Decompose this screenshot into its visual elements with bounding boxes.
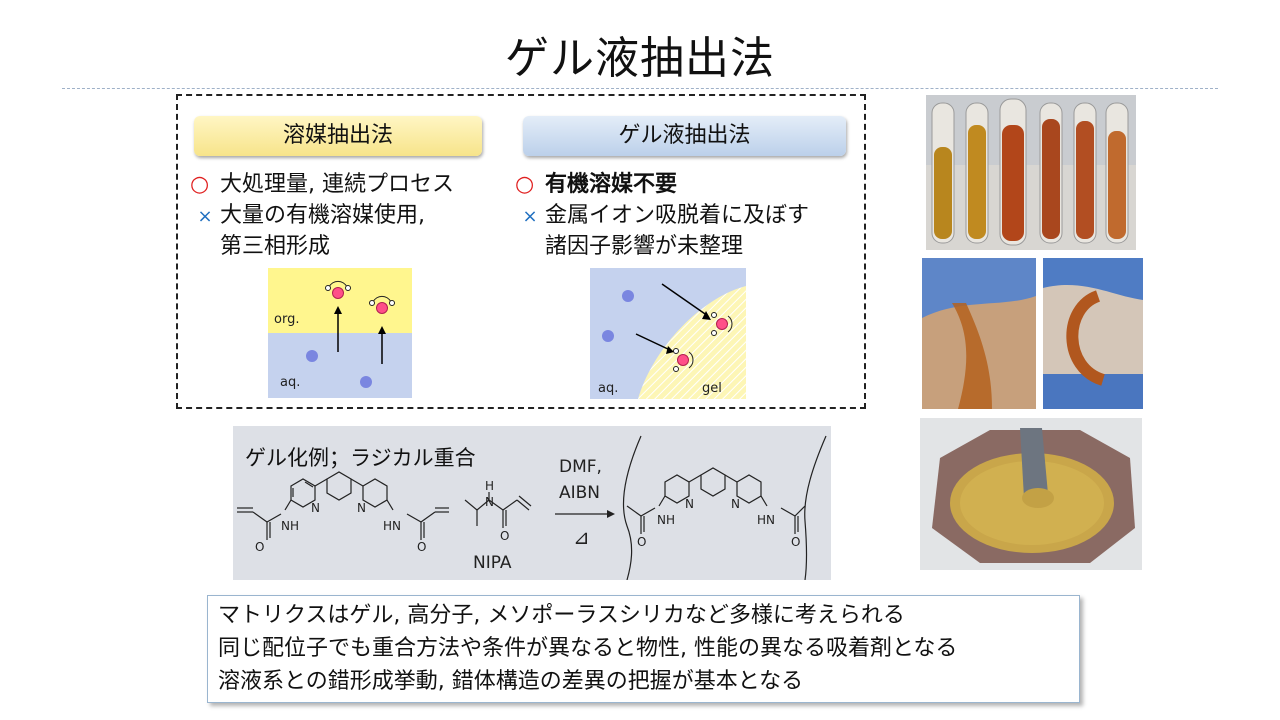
organic-phase (268, 268, 412, 333)
solvent-con-text-1: 大量の有機溶媒使用, (220, 203, 425, 228)
reagent-aibn: AIBN (559, 483, 600, 503)
arrow-head (702, 311, 711, 320)
gel-extraction-header: ゲル液抽出法 (523, 116, 846, 156)
test-tube (1073, 102, 1097, 244)
nipa-structure (464, 492, 532, 528)
nh-label: NH (657, 513, 675, 527)
gel-test-tubes-photo (926, 95, 1136, 250)
org-label: org. (274, 312, 299, 327)
gelation-example-panel (233, 426, 831, 580)
hn-label: HN (757, 513, 775, 527)
metal-ion-aq (622, 290, 634, 302)
gelation-example-title: ゲル化例；ラジカル重合 (245, 446, 476, 470)
gel-con-text-1: 金属イオン吸脱着に及ぼす (545, 203, 810, 228)
monomer-structure (237, 471, 449, 540)
solvent-pro-text: 大処理量, 連続プロセス (220, 172, 454, 197)
arrow-head (334, 306, 342, 314)
comparison-box (176, 94, 866, 409)
transfer-arrow (661, 283, 709, 317)
gel-network-structure (622, 435, 827, 580)
o-label: O (637, 535, 646, 549)
gel-con-text-2: 諸因子影響が未整理 (545, 234, 744, 259)
solvent-con-point: × 大量の有機溶媒使用, (190, 201, 425, 232)
n-label: N (731, 497, 740, 511)
gel-extraction-diagram: aq. gel (590, 268, 746, 399)
arrow-head (607, 510, 615, 518)
metal-ion-aq (602, 330, 614, 342)
hn-label: HN (383, 519, 401, 533)
solvent-extraction-diagram: org. aq. (268, 268, 412, 398)
gel-pro-text: 有機溶媒不要 (545, 172, 678, 197)
h-label: H (485, 479, 494, 493)
n-label: N (357, 501, 366, 515)
gel-label: gel (702, 381, 722, 396)
metal-ion-aq (360, 376, 372, 388)
n-label: N (311, 501, 320, 515)
summary-line-3: 溶液系との錯形成挙動, 錯体構造の差異の把握が基本となる (218, 669, 804, 694)
test-tube (999, 98, 1027, 246)
o-label: O (500, 529, 509, 543)
gel-con-point: × 金属イオン吸脱着に及ぼす (515, 201, 809, 232)
nh-label: NH (281, 519, 299, 533)
radical-polymerization-scheme: NH N N HN O O H N O NIPA DMF, AIBN ⊿ (237, 435, 827, 580)
circle-mark-icon: ○ (190, 172, 210, 197)
gel-bend-photo (1043, 258, 1143, 409)
reagent-dmf: DMF, (559, 457, 602, 477)
cross-mark-icon: × (522, 206, 538, 227)
metal-complex-icon (369, 295, 395, 314)
summary-line-2: 同じ配位子でも重合方法や条件が異なると物性, 性能の異なる吸着剤となる (218, 636, 958, 661)
solvent-pro-point: ○ 大処理量, 連続プロセス (190, 170, 454, 200)
aqueous-phase (268, 333, 412, 398)
o-label: O (791, 535, 800, 549)
test-tube (931, 102, 955, 244)
transfer-arrow (635, 333, 671, 351)
page-title: ゲル液抽出法 (505, 33, 775, 84)
summary-box: マトリクスはゲル, 高分子, メソポーラスシリカなど多様に考えられる 同じ配位子… (207, 595, 1080, 703)
o-label: O (417, 540, 426, 554)
metal-complex-icon (673, 348, 694, 372)
circle-mark-icon: ○ (515, 172, 535, 197)
metal-complex-icon (325, 280, 351, 299)
heat-symbol: ⊿ (573, 525, 590, 549)
gel-phase (638, 286, 746, 399)
nipa-label: NIPA (473, 553, 512, 573)
title-divider (62, 88, 1218, 89)
solvent-extraction-header: 溶媒抽出法 (194, 116, 482, 156)
n-label: N (485, 495, 494, 509)
test-tube (965, 102, 989, 244)
aq-label: aq. (280, 375, 300, 390)
metal-ion-aq (306, 350, 318, 362)
summary-line-1: マトリクスはゲル, 高分子, メソポーラスシリカなど多様に考えられる (218, 603, 905, 628)
aq-label: aq. (598, 381, 618, 396)
gel-pro-point: ○ 有機溶媒不要 (515, 170, 677, 200)
o-label: O (255, 540, 264, 554)
cross-mark-icon: × (197, 206, 213, 227)
gel-powder-mortar-photo (920, 418, 1142, 570)
test-tube (1039, 102, 1063, 244)
metal-complex-icon (711, 312, 733, 336)
arrow-head (666, 346, 674, 354)
solvent-con-text-2: 第三相形成 (220, 234, 331, 259)
n-label: N (685, 497, 694, 511)
test-tube (1105, 102, 1129, 244)
gel-stretch-photo (922, 258, 1036, 409)
arrow-head (378, 326, 386, 334)
